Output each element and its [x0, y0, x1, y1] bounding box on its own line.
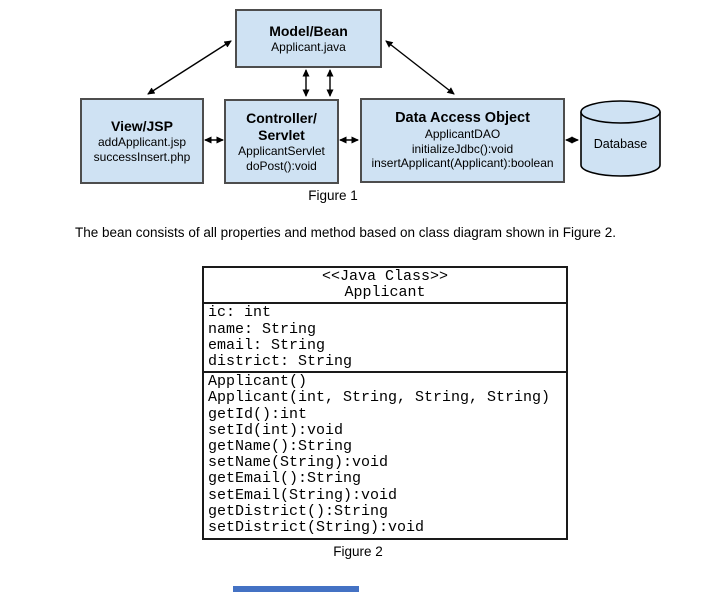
class-attribute: district: String: [208, 353, 353, 371]
controller-method: doPost():void: [246, 158, 317, 173]
node-model-bean: Model/Bean Applicant.java: [235, 9, 382, 68]
class-method: Applicant(int, String, String, String): [208, 389, 551, 407]
view-jsp-file-1: addApplicant.jsp: [97, 135, 187, 149]
class-method: getEmail():String: [208, 470, 362, 488]
class-methods-section: Applicant() Applicant(int, String, Strin…: [204, 371, 566, 538]
class-attributes-section: ic: int name: String email: String distr…: [204, 302, 566, 371]
node-database: Database: [579, 99, 662, 179]
class-attribute: email: String: [208, 336, 326, 354]
node-controller-servlet: Controller/ Servlet ApplicantServlet doP…: [224, 99, 339, 184]
class-attribute: name: String: [208, 320, 317, 338]
dao-title: Data Access Object: [395, 110, 530, 127]
body-text: The bean consists of all properties and …: [75, 225, 617, 240]
controller-title-line1: Controller/: [246, 110, 317, 126]
class-method: setDistrict(String):void: [208, 519, 425, 537]
class-method: setId(int):void: [208, 421, 344, 439]
dao-class: ApplicantDAO: [424, 127, 501, 142]
class-method: setName(String):void: [208, 454, 389, 472]
view-jsp-title: View/JSP: [110, 118, 173, 134]
class-method: getDistrict():String: [208, 502, 389, 520]
arrow-model-dao: [385, 40, 455, 95]
class-method: setEmail(String):void: [208, 486, 398, 504]
class-attribute: ic: int: [208, 304, 272, 322]
controller-class: ApplicantServlet: [238, 144, 325, 158]
figure2-caption: Figure 2: [333, 544, 383, 559]
node-data-access-object: Data Access Object ApplicantDAO initiali…: [360, 98, 565, 183]
controller-title-line2: Servlet: [258, 127, 305, 143]
class-diagram-header: <<Java Class>> Applicant: [204, 268, 566, 302]
class-diagram-table: <<Java Class>> Applicant ic: int name: S…: [202, 266, 568, 541]
class-method: getId():int: [208, 405, 308, 423]
database-label: Database: [593, 137, 648, 151]
class-name: Applicant: [344, 284, 426, 302]
class-stereotype: <<Java Class>>: [321, 268, 449, 285]
dao-method-2: insertApplicant(Applicant):boolean: [371, 156, 554, 171]
class-method: Applicant(): [208, 373, 308, 391]
model-bean-file: Applicant.java: [271, 39, 346, 54]
view-jsp-file-2: successInsert.php: [93, 149, 191, 164]
node-view-jsp: View/JSP addApplicant.jsp successInsert.…: [80, 98, 204, 184]
database-cylinder-icon: [580, 100, 661, 177]
class-method: getName():String: [208, 438, 353, 456]
partial-blue-bar: [233, 586, 359, 592]
arrow-model-view: [147, 40, 232, 95]
dao-method-1: initializeJdbc():void: [411, 141, 514, 156]
figure1-caption: Figure 1: [308, 188, 358, 203]
model-bean-title: Model/Bean: [269, 22, 348, 39]
